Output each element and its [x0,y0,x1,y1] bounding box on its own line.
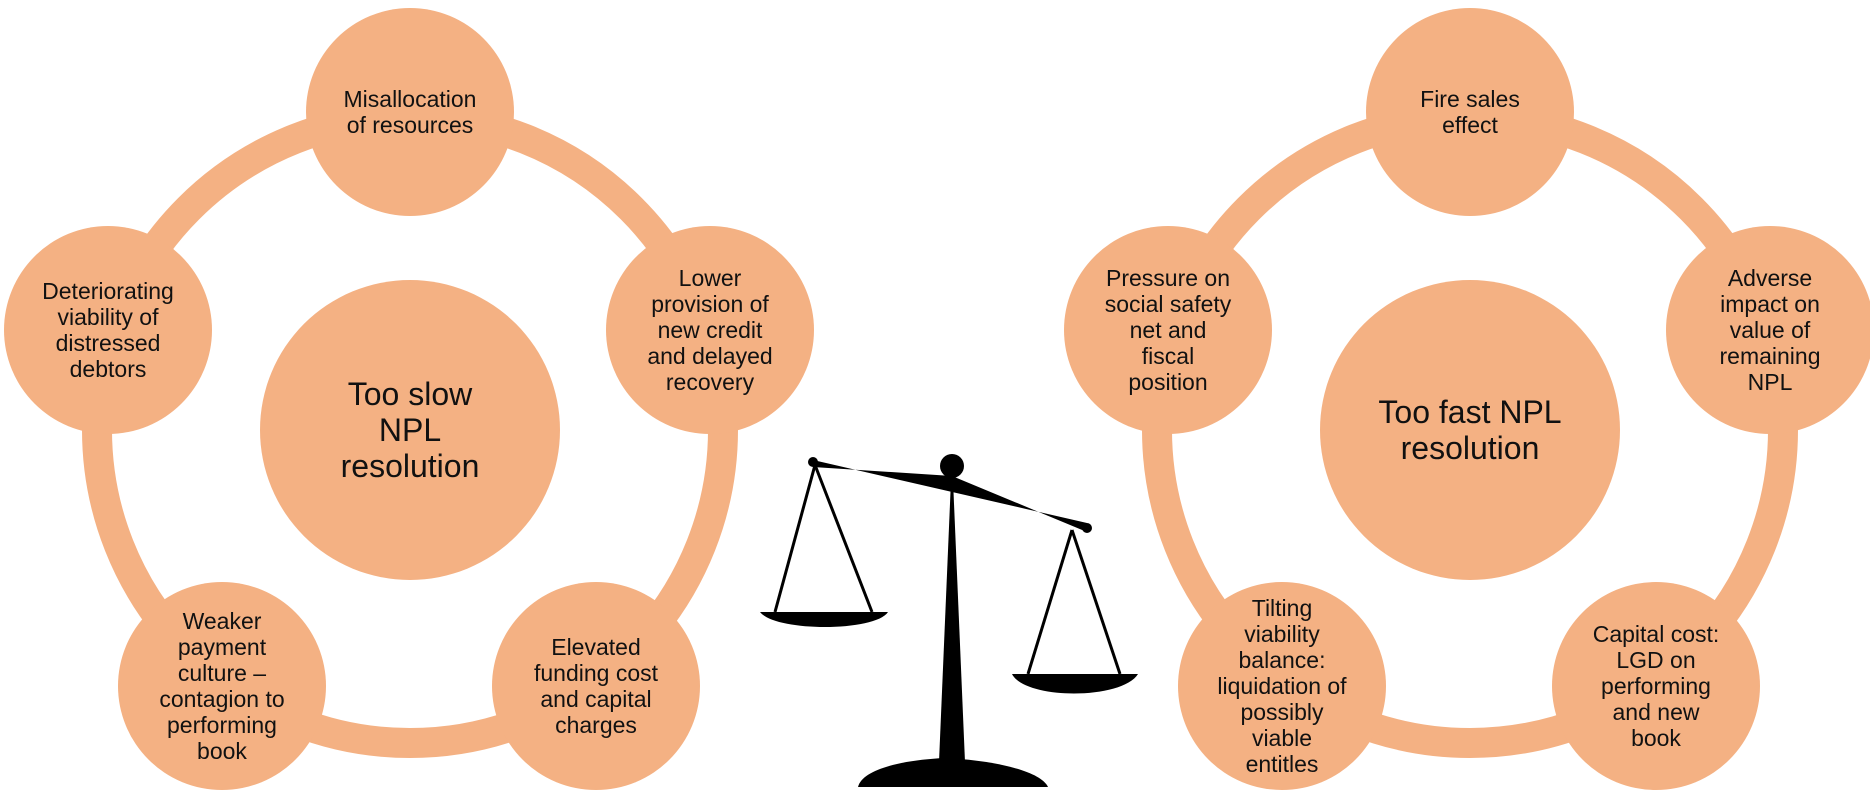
right-node-pressure-social-label: Pressure on social safety net and fiscal… [1104,265,1232,395]
right-node-adverse-impact-label: Adverse impact on value of remaining NPL [1719,265,1821,395]
left-node-elevated-funding: Elevated funding cost and capital charge… [492,582,700,790]
right-node-capital-cost-label: Capital cost: LGD on performing and new … [1592,621,1720,751]
balance-scale-icon [760,454,1138,787]
right-center-circle: Too fast NPL resolution [1320,280,1620,580]
left-node-deteriorating-viability: Deteriorating viability of distressed de… [4,226,212,434]
left-center-label: Too slow NPL resolution [340,376,480,484]
left-node-elevated-funding-label: Elevated funding cost and capital charge… [533,634,659,738]
left-node-misallocation-label: Misallocation of resources [343,86,477,138]
left-node-weaker-payment-label: Weaker payment culture – contagion to pe… [159,608,285,764]
right-node-adverse-impact: Adverse impact on value of remaining NPL [1666,226,1870,434]
right-node-fire-sales-label: Fire sales effect [1420,86,1520,138]
left-center-circle: Too slow NPL resolution [260,280,560,580]
right-node-tilting-viability: Tilting viability balance: liquidation o… [1178,582,1386,790]
right-node-pressure-social: Pressure on social safety net and fiscal… [1064,226,1272,434]
left-node-deteriorating-viability-label: Deteriorating viability of distressed de… [42,278,174,382]
right-node-tilting-viability-label: Tilting viability balance: liquidation o… [1217,595,1347,777]
right-node-capital-cost: Capital cost: LGD on performing and new … [1552,582,1760,790]
left-node-misallocation: Misallocation of resources [306,8,514,216]
left-node-lower-provision: Lower provision of new credit and delaye… [606,226,814,434]
left-node-lower-provision-label: Lower provision of new credit and delaye… [647,265,773,395]
left-node-weaker-payment: Weaker payment culture – contagion to pe… [118,582,326,790]
right-node-fire-sales: Fire sales effect [1366,8,1574,216]
right-center-label: Too fast NPL resolution [1378,394,1562,466]
